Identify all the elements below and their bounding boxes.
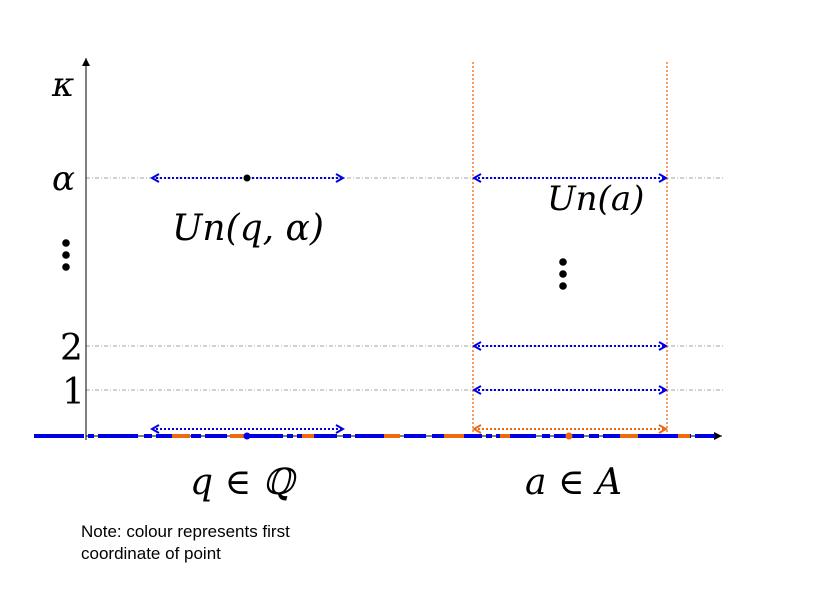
q-alpha-point bbox=[243, 174, 251, 182]
kappa-label: κ bbox=[51, 65, 74, 105]
ellipsis-right bbox=[559, 258, 567, 290]
note-line-1: Note: colour represents first bbox=[81, 522, 290, 541]
level-1-label: 1 bbox=[62, 372, 85, 413]
note-line-2: coordinate of point bbox=[81, 544, 221, 563]
alpha-level-label: α bbox=[52, 159, 75, 199]
u-q-alpha-label: Un(q, α) bbox=[172, 208, 324, 249]
ellipsis-left bbox=[62, 239, 70, 271]
q-in-rationals-label: q ∈ ℚ bbox=[190, 462, 298, 503]
colour-note: Note: colour represents first coordinate… bbox=[81, 521, 381, 565]
a-point bbox=[565, 432, 573, 440]
u-a-label: Un(a) bbox=[547, 179, 644, 219]
level-2-label: 2 bbox=[60, 328, 83, 369]
a-in-A-label: a ∈ A bbox=[525, 462, 622, 503]
q-point bbox=[243, 432, 251, 440]
